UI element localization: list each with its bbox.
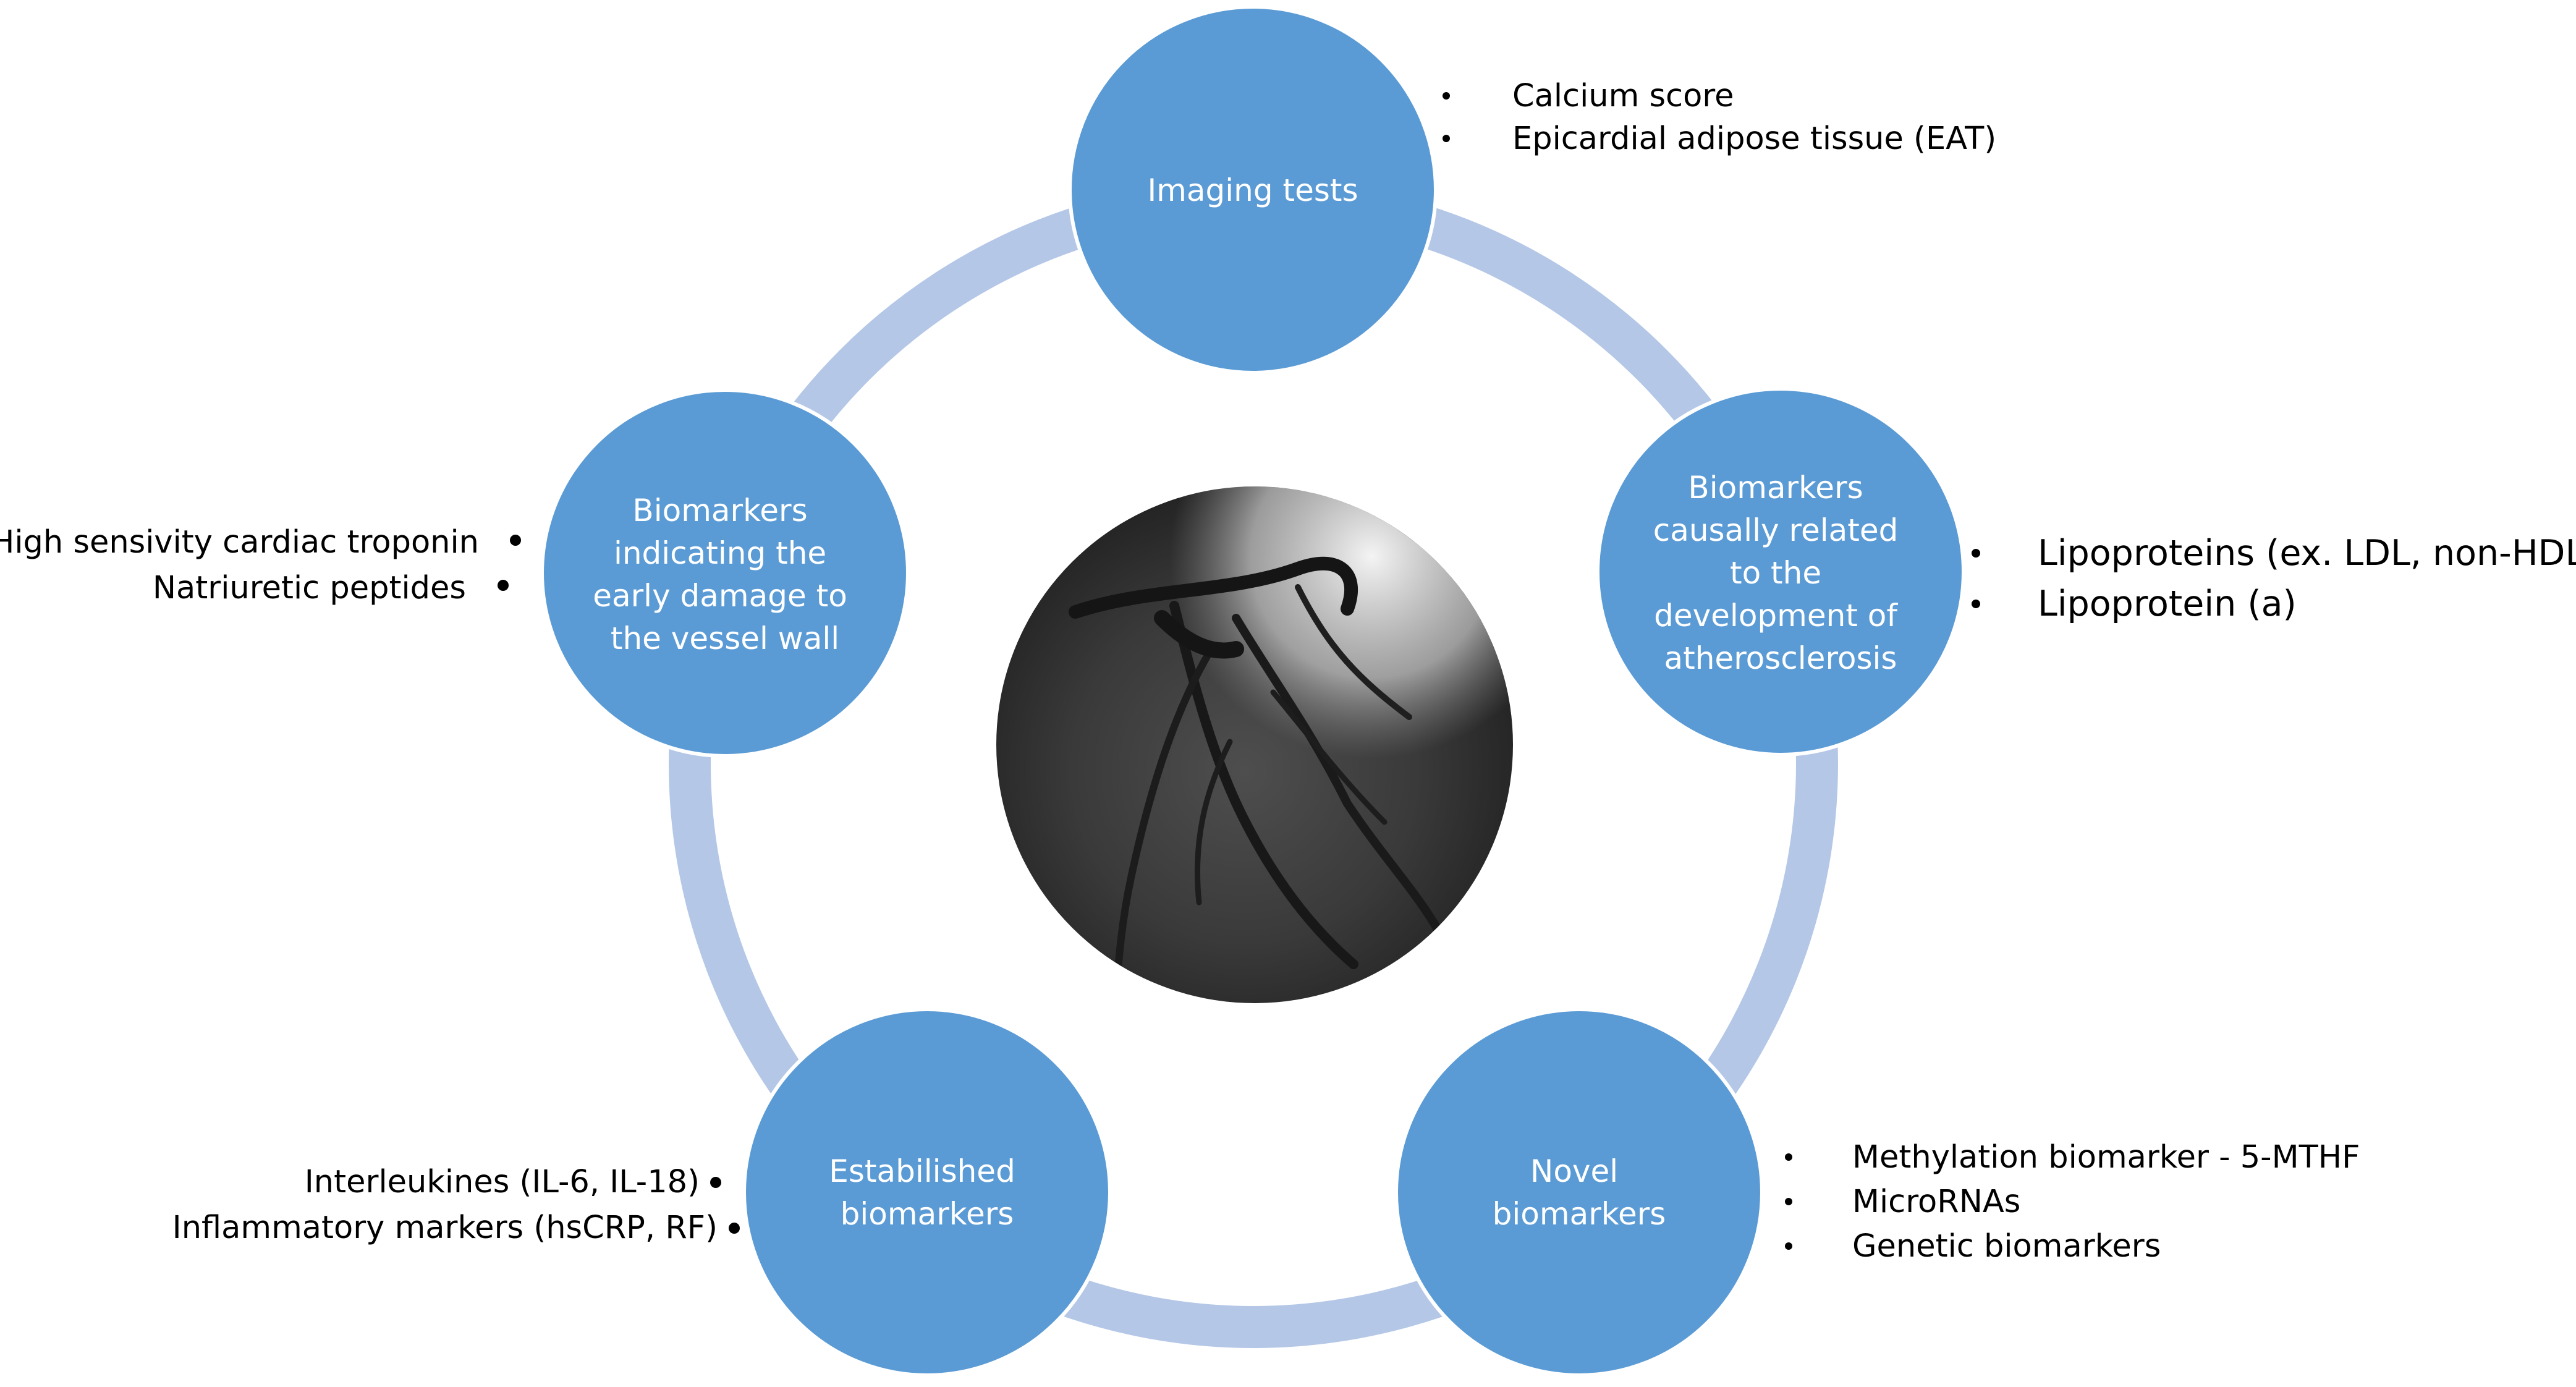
bullet-dot — [729, 1223, 740, 1234]
bullet-item: High sensivity cardiac troponin — [0, 524, 479, 561]
bullet-item: Interleukines (IL-6, IL-18) — [305, 1164, 700, 1200]
bullet-list-damage: High sensivity cardiac troponin Natriure… — [0, 524, 521, 606]
bullet-dot — [1443, 135, 1450, 142]
bullet-dot — [710, 1177, 721, 1188]
node-established-biomarkers-label: Estabilished biomarkers — [829, 1153, 1025, 1232]
node-causal-biomarkers: Biomarkers causally related to the devel… — [1596, 387, 1965, 757]
bullet-list-imaging: Calcium score Epicardial adipose tissue … — [1443, 78, 1996, 157]
node-novel-biomarkers: Novel biomarkers — [1394, 1007, 1764, 1377]
coronary-angiogram-image — [994, 484, 1515, 1006]
bullet-dot — [1785, 1153, 1792, 1161]
bullet-dot — [1443, 92, 1450, 100]
bullet-item: Genetic biomarkers — [1852, 1228, 2161, 1265]
bullet-item: Methylation biomarker - 5-MTHF — [1852, 1139, 2360, 1176]
bullet-list-novel: Methylation biomarker - 5-MTHF MicroRNAs… — [1785, 1139, 2360, 1265]
bullet-dot — [1972, 600, 1980, 608]
node-damage-biomarkers: Biomarkers indicating the early damage t… — [540, 388, 910, 758]
bullet-list-established: Interleukines (IL-6, IL-18) Inflammatory… — [172, 1164, 740, 1246]
bullet-dot — [498, 580, 509, 591]
node-established-biomarkers: Estabilished biomarkers — [742, 1007, 1112, 1377]
node-causal-biomarkers-label: Biomarkers causally related to the devel… — [1653, 470, 1909, 676]
bullet-list-causal: Lipoproteins (ex. LDL, non-HDL) Lipoprot… — [1972, 533, 2576, 624]
bullet-dot — [1785, 1242, 1792, 1250]
bullet-dot — [1972, 549, 1980, 558]
node-imaging-tests-label: Imaging tests — [1147, 172, 1358, 208]
bullet-item: Calcium score — [1512, 78, 1734, 114]
node-novel-biomarkers-label: Novel biomarkers — [1493, 1153, 1666, 1232]
bullet-item: Lipoprotein (a) — [2038, 583, 2297, 624]
bullet-item: Lipoproteins (ex. LDL, non-HDL) — [2038, 533, 2576, 574]
bullet-item: MicroRNAs — [1852, 1184, 2020, 1220]
bullet-item: Inflammatory markers (hsCRP, RF) — [172, 1210, 718, 1246]
node-imaging-tests: Imaging tests — [1068, 5, 1438, 375]
bullet-item: Natriuretic peptides — [153, 570, 466, 606]
bullet-item: Epicardial adipose tissue (EAT) — [1512, 121, 1996, 157]
node-damage-biomarkers-label: Biomarkers indicating the early damage t… — [593, 493, 857, 656]
bullet-dot — [510, 535, 521, 546]
bullet-dot — [1785, 1198, 1792, 1205]
